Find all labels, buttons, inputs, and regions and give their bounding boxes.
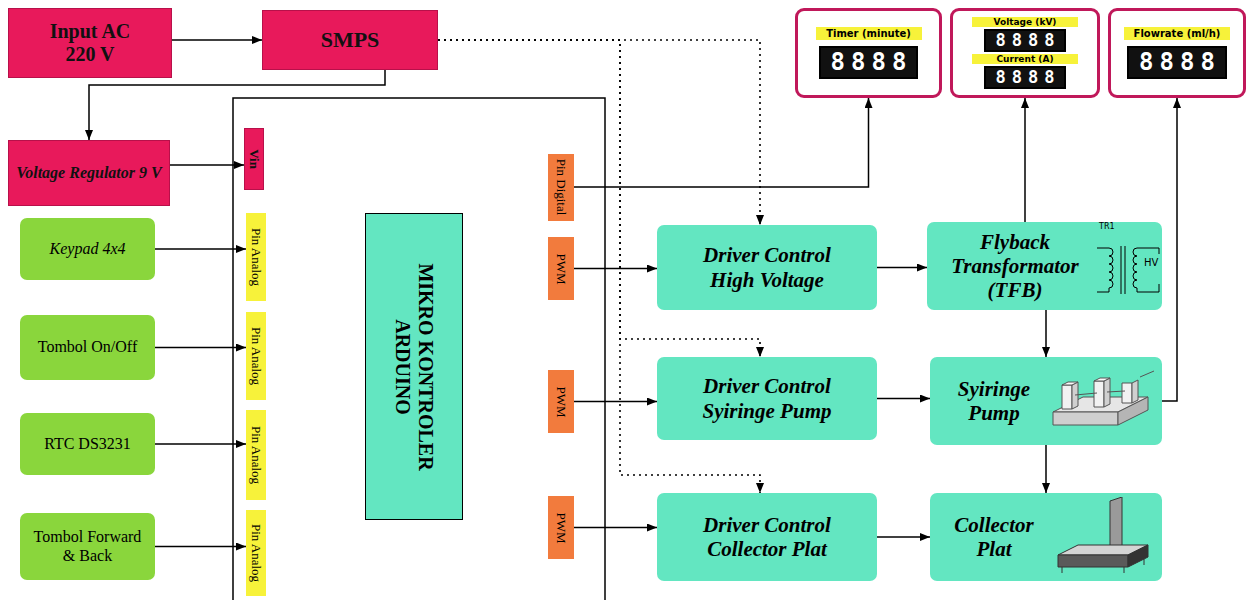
module-block: Syiringe Pump	[930, 357, 1162, 445]
power-block: SMPS	[262, 10, 438, 70]
syringe-pump-drawing	[1048, 367, 1158, 437]
power-block: Voltage Regulator 9 V	[8, 140, 170, 206]
signal-arrow	[155, 443, 246, 445]
signal-arrow	[877, 267, 927, 269]
board-outline	[233, 98, 605, 600]
display-label: Voltage (kV)	[972, 17, 1078, 27]
digit-readout: 8888	[984, 66, 1067, 89]
output-pin: PWM	[548, 370, 574, 433]
module-block: Flyback Transformator (TFB) TR1HV	[927, 222, 1162, 310]
microcontroller-block: MIKRO KONTROLER ARDUINO	[365, 213, 463, 520]
power-block: Vin	[244, 128, 264, 190]
node-text: MIKRO KONTROLER ARDUINO	[391, 237, 437, 497]
signal-arrow	[574, 268, 657, 270]
analog-pin: Pin Analog	[246, 410, 266, 500]
node-text: Pin Analog	[249, 327, 264, 385]
analog-pin: Pin Analog	[246, 510, 266, 596]
output-pin: PWM	[548, 496, 574, 559]
output-pin: PWM	[548, 237, 574, 300]
signal-arrow	[172, 39, 262, 41]
display-panel: Flowrate (ml/h) 8888	[1108, 8, 1246, 98]
node-text: Pin Digital	[554, 159, 569, 216]
power-block: Input AC 220 V	[8, 8, 172, 78]
input-block: RTC DS3231	[20, 413, 155, 475]
module-block: Driver Control Syiringe Pump	[657, 357, 877, 440]
output-pin: Pin Digital	[548, 154, 574, 221]
analog-pin: Pin Analog	[246, 312, 266, 400]
digit-readout: 8888	[1127, 46, 1227, 79]
signal-arrow	[170, 164, 244, 166]
node-text: PWM	[554, 253, 569, 284]
display-panel: Timer (minute) 8888	[795, 8, 942, 98]
input-block: Keypad 4x4	[20, 218, 155, 280]
node-text: Flyback Transformator (TFB)	[935, 230, 1095, 302]
transformer-symbol	[1095, 234, 1165, 306]
node-text: SMPS	[321, 27, 380, 52]
node-text: PWM	[554, 512, 569, 543]
signal-arrow	[155, 546, 246, 548]
node-text: Pin Analog	[249, 524, 264, 582]
module-block: Collector Plat	[930, 493, 1162, 581]
signal-arrow	[877, 536, 930, 538]
signal-arrow	[1162, 98, 1177, 401]
symbol-label: TR1	[1099, 223, 1115, 231]
node-text: Driver Control High Voltage	[682, 243, 852, 291]
node-text: Driver Control Collector Plat	[682, 513, 852, 561]
node-text: RTC DS3231	[44, 435, 131, 453]
node-text: Syiringe Pump	[938, 377, 1050, 425]
node-text: Voltage Regulator 9 V	[16, 164, 161, 182]
node-text: Pin Analog	[249, 426, 264, 484]
display-label: Flowrate (ml/h)	[1124, 27, 1230, 41]
signal-arrow	[574, 98, 869, 187]
signal-arrow	[1024, 98, 1026, 222]
signal-arrow	[574, 401, 657, 403]
signal-arrow	[1045, 310, 1047, 357]
signal-arrow	[1045, 445, 1047, 493]
collector-plate-drawing	[1048, 497, 1158, 577]
node-text: Tombol Forward & Back	[28, 528, 148, 565]
node-text: Collector Plat	[938, 513, 1050, 561]
digit-readout: 8888	[984, 29, 1067, 52]
analog-pin: Pin Analog	[246, 213, 266, 301]
power-line	[438, 40, 760, 225]
display-panel: Voltage (kV)8888Current (A)8888	[950, 8, 1100, 98]
node-text: Vin	[247, 149, 262, 169]
node-text: Tombol On/Off	[38, 338, 137, 356]
signal-arrow	[155, 347, 246, 349]
display-label: Timer (minute)	[816, 27, 922, 41]
node-text: Driver Control Syiringe Pump	[682, 374, 852, 422]
signal-arrow	[155, 248, 246, 250]
node-text: PWM	[554, 386, 569, 417]
module-block: Driver Control High Voltage	[657, 225, 877, 310]
signal-arrow	[574, 527, 657, 529]
symbol-label: HV	[1144, 258, 1158, 268]
input-block: Tombol Forward & Back	[20, 513, 155, 580]
node-text: Pin Analog	[249, 228, 264, 286]
signal-arrow	[89, 70, 385, 140]
digit-readout: 8888	[819, 46, 919, 79]
node-text: Input AC 220 V	[33, 20, 148, 66]
node-text: Keypad 4x4	[50, 240, 126, 258]
signal-arrow	[877, 398, 930, 400]
input-block: Tombol On/Off	[20, 315, 155, 380]
module-block: Driver Control Collector Plat	[657, 493, 877, 581]
display-label: Current (A)	[972, 54, 1078, 64]
